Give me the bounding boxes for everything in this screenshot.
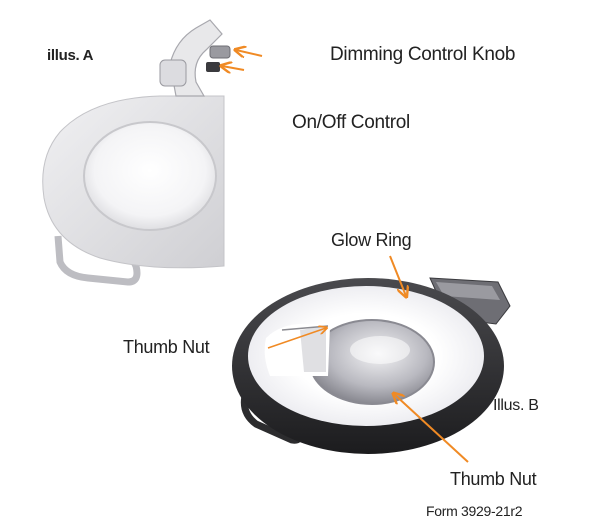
illus-b-label: Illus. B [493, 397, 539, 414]
lamp-illustration-a [42, 19, 231, 286]
dimming-knob-arrow [236, 50, 263, 56]
form-number-label: Form 3929-21r2 [426, 503, 523, 519]
illus-b-arrows [267, 255, 469, 463]
glow-ring-label: Glow Ring [331, 230, 412, 250]
dimming-control-knob-label: Dimming Control Knob [330, 44, 516, 65]
thumb-nut-upper-arrow [267, 328, 326, 349]
on-off-arrow [222, 66, 245, 70]
lamp-a-hinge-block [159, 59, 187, 87]
lamp-illustration-b [232, 277, 511, 454]
lamp-a-handle [54, 235, 141, 286]
glow-ring-arrow [389, 255, 406, 296]
illus-a-arrows [222, 50, 263, 70]
thumb-nut-lower-label: Thumb Nut [450, 469, 537, 489]
illus-a-label: illus. A [47, 47, 94, 64]
dimming-knob-shape [209, 45, 231, 59]
on-off-switch-shape [206, 62, 220, 72]
lamp-a-lens [83, 121, 217, 231]
thumb-nut-upper-label: Thumb Nut [123, 337, 210, 357]
thumb-nut-lower-arrow [394, 394, 469, 463]
on-off-control-label: On/Off Control [292, 112, 410, 133]
